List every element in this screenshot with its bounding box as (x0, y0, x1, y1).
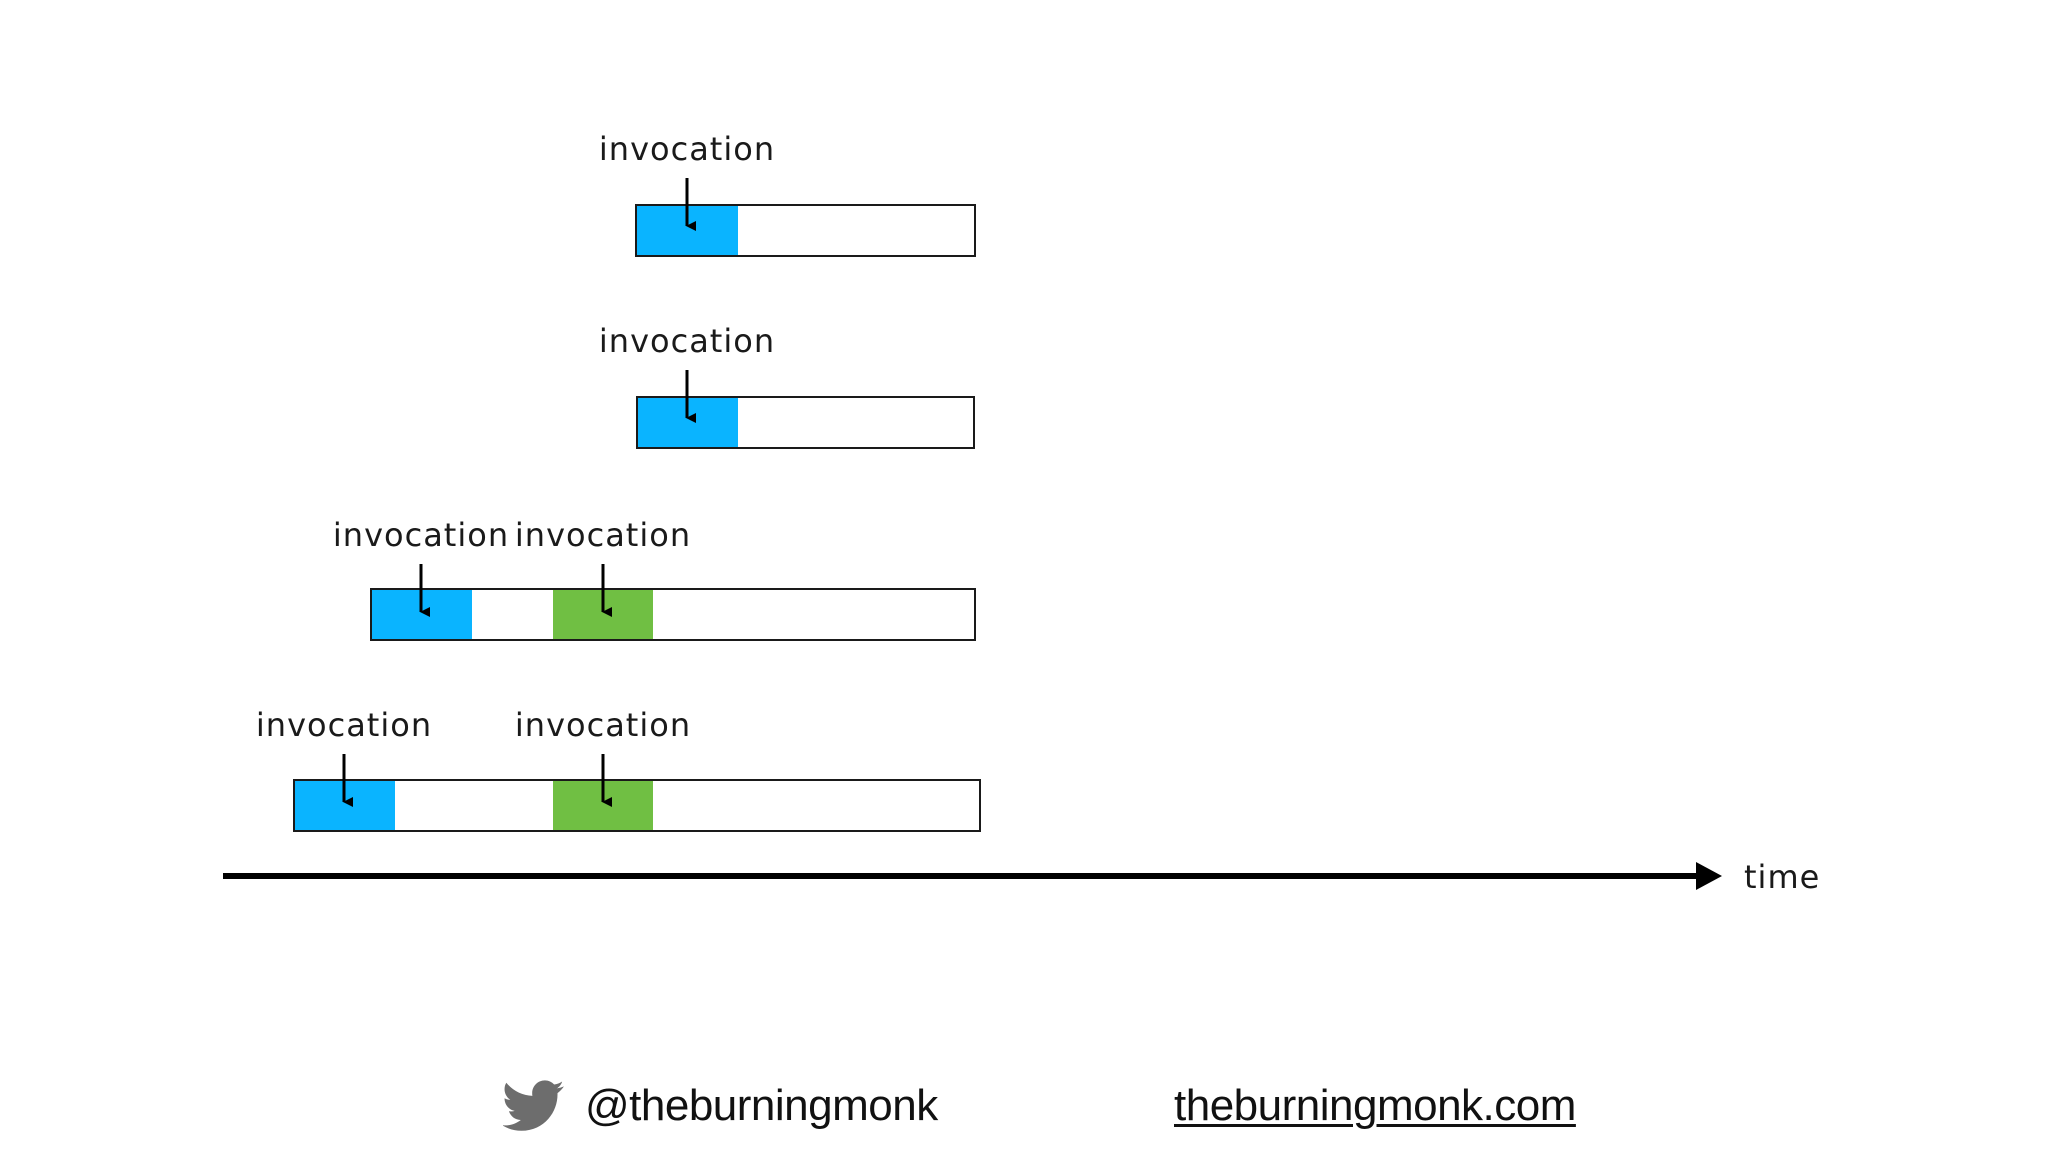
timeline-bar-4 (293, 779, 981, 832)
timeline-bar-1 (635, 204, 976, 257)
invocation-label-4a: invocation (256, 706, 432, 744)
invocation-label-4b: invocation (515, 706, 691, 744)
invocation-label-3a: invocation (333, 516, 509, 554)
time-axis-label: time (1744, 858, 1820, 896)
time-axis-arrowhead (1696, 862, 1722, 890)
timeline-row-3: invocation invocation (333, 516, 976, 641)
timeline-bar-2 (636, 396, 975, 449)
website-link[interactable]: theburningmonk.com (1174, 1076, 1576, 1136)
timeline-row-2: invocation (599, 322, 975, 449)
invocation-label-2: invocation (599, 322, 775, 360)
timeline-row-4: invocation invocation (256, 706, 981, 832)
timeline-row-1: invocation (599, 130, 976, 257)
twitter-bird-icon (503, 1080, 564, 1131)
invocation-label-1: invocation (599, 130, 775, 168)
time-axis: time (223, 858, 1820, 896)
website-link-text: theburningmonk.com (1174, 1081, 1576, 1130)
timeline-bar-3 (370, 588, 976, 641)
twitter-handle[interactable]: @theburningmonk (503, 1076, 938, 1136)
twitter-handle-text: @theburningmonk (585, 1081, 938, 1130)
invocation-label-3b: invocation (515, 516, 691, 554)
